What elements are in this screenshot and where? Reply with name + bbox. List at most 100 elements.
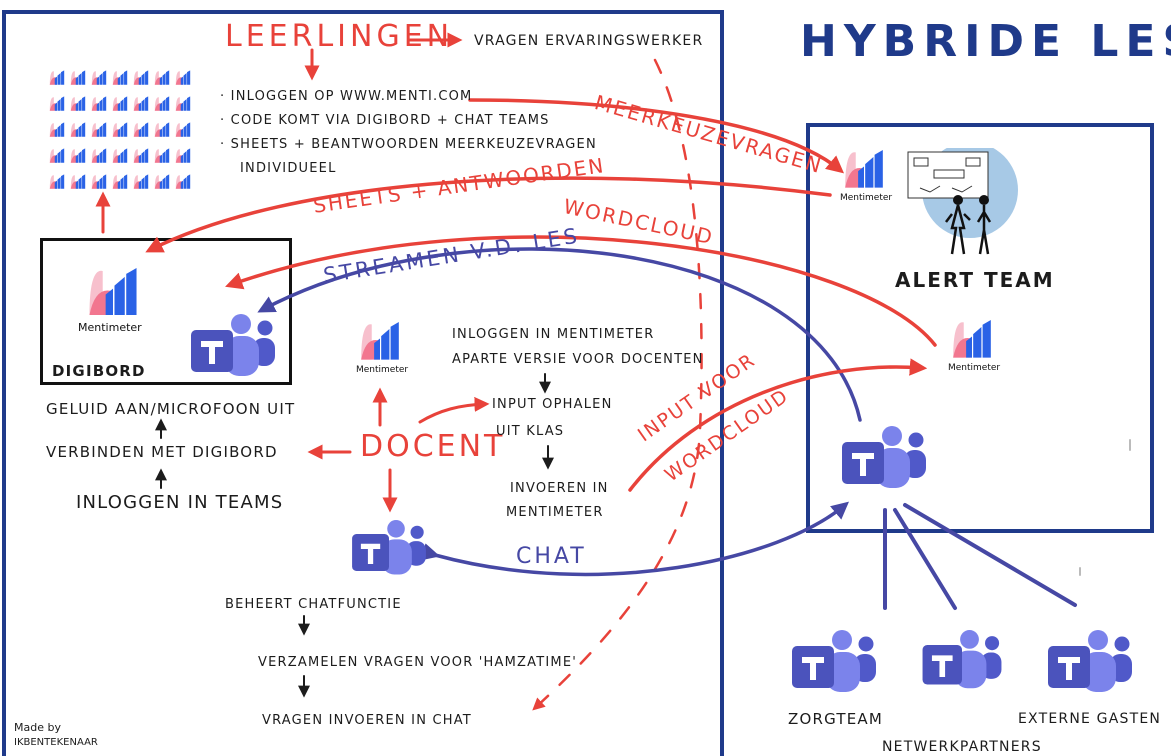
alert-team-frame — [806, 123, 1154, 533]
student-screen-thumbnail — [153, 70, 171, 90]
mentimeter-wordmark: Mentimeter — [78, 321, 142, 334]
alert-team-mentimeter-top: Mentimeter — [836, 150, 896, 206]
mentimeter-icon — [49, 122, 65, 137]
chat-step-beheert: BEHEERT CHATFUNCTIE — [225, 597, 402, 612]
digibord-step-inloggen: INLOGGEN IN TEAMS — [76, 492, 284, 513]
zorgteam-label: ZORGTEAM — [788, 710, 884, 728]
mentimeter-icon — [89, 268, 137, 316]
netwerkpartners-label: NETWERKPARTNERS — [882, 739, 1042, 755]
mentimeter-icon — [112, 122, 128, 137]
student-screen-thumbnail — [174, 96, 192, 116]
mentimeter-icon — [91, 70, 107, 85]
mentimeter-wordmark: Mentimeter — [356, 365, 409, 375]
page-title: HYBRIDE LES — [800, 16, 1171, 67]
mentimeter-icon — [154, 122, 170, 137]
arrow-meerkeuze — [468, 98, 845, 174]
mentimeter-icon — [175, 174, 191, 189]
classroom-frame — [2, 10, 724, 756]
student-screen-thumbnail — [48, 174, 66, 194]
zorgteam-teams-logo — [792, 630, 876, 696]
docent-menti-step-3: INPUT OPHALEN — [492, 397, 613, 412]
student-screen-thumbnail — [153, 174, 171, 194]
mentimeter-icon — [112, 148, 128, 163]
student-screen-thumbnail — [90, 70, 108, 90]
student-step-1: · INLOGGEN OP WWW.MENTI.COM — [220, 89, 473, 104]
teams-icon — [191, 314, 275, 376]
student-screen-thumbnail — [69, 70, 87, 90]
teams-icon — [842, 426, 926, 488]
docent-label: DOCENT — [360, 429, 506, 464]
student-screen-thumbnail — [90, 122, 108, 142]
mentimeter-icon — [175, 96, 191, 111]
student-screen-thumbnail — [48, 148, 66, 168]
student-screen-thumbnail — [111, 174, 129, 194]
teams-icon — [352, 520, 426, 575]
student-screen-thumbnail — [132, 174, 150, 194]
docent-menti-step-6: MENTIMETER — [506, 505, 604, 520]
mentimeter-icon — [112, 70, 128, 85]
student-screen-thumbnail — [111, 148, 129, 168]
student-screen-thumbnail — [174, 122, 192, 142]
student-screen-thumbnail — [132, 96, 150, 116]
leerlingen-heading: LEERLINGEN — [225, 19, 454, 54]
student-step-4: INDIVIDUEEL — [240, 161, 337, 176]
mentimeter-icon — [133, 70, 149, 85]
student-step-2: · CODE KOMT VIA DIGIBORD + CHAT TEAMS — [220, 113, 550, 128]
mentimeter-icon — [133, 122, 149, 137]
mentimeter-icon — [112, 174, 128, 189]
student-screen-thumbnail — [69, 148, 87, 168]
extern-teams-logo — [1048, 630, 1132, 696]
mentimeter-icon — [175, 70, 191, 85]
chat-label: CHAT — [516, 544, 587, 569]
mentimeter-wordmark: Mentimeter — [840, 193, 893, 203]
mentimeter-icon — [133, 174, 149, 189]
alert-team-teams-logo — [842, 426, 926, 492]
mentimeter-icon — [91, 148, 107, 163]
student-screen-thumbnail — [69, 174, 87, 194]
digibord-mentimeter-logo: Mentimeter — [78, 268, 148, 338]
mentimeter-icon — [845, 150, 883, 188]
digibord-step-geluid: GELUID AAN/MICROFOON UIT — [46, 400, 296, 418]
teams-icon — [1048, 630, 1132, 692]
student-screen-thumbnail — [48, 122, 66, 142]
credit-author: IKBENTEKENAAR — [14, 737, 98, 748]
student-screen-thumbnail — [153, 122, 171, 142]
alert-team-mentimeter-mid: Mentimeter — [944, 320, 1004, 376]
docent-mentimeter-logo: Mentimeter — [352, 322, 412, 378]
credit-made-by: Made by — [14, 721, 61, 734]
mentimeter-icon — [175, 148, 191, 163]
mentimeter-icon — [133, 148, 149, 163]
mentimeter-icon — [49, 70, 65, 85]
mentimeter-icon — [154, 96, 170, 111]
student-screen-thumbnail — [69, 96, 87, 116]
student-screen-thumbnail — [111, 96, 129, 116]
digibord-teams-logo — [190, 314, 276, 380]
alert-team-label: ALERT TEAM — [895, 268, 1055, 292]
docent-menti-step-2: APARTE VERSIE VOOR DOCENTEN — [452, 352, 704, 367]
student-screen-thumbnail — [153, 148, 171, 168]
mentimeter-icon — [49, 174, 65, 189]
student-screen-thumbnail — [132, 122, 150, 142]
docent-menti-step-1: INLOGGEN IN MENTIMETER — [452, 327, 655, 342]
arrow-wordcloud — [225, 235, 937, 347]
dashed-questions-arrow — [532, 58, 703, 711]
student-screen-thumbnail — [111, 122, 129, 142]
student-screen-thumbnail — [153, 96, 171, 116]
teams-icon — [922, 630, 1002, 689]
chat-step-invoeren: VRAGEN INVOEREN IN CHAT — [262, 713, 472, 728]
arrow-input-wordcloud — [628, 358, 928, 492]
mentimeter-icon — [953, 320, 991, 358]
student-screen-thumbnail — [174, 174, 192, 194]
student-screen-thumbnail — [174, 148, 192, 168]
mentimeter-icon — [70, 148, 86, 163]
alert-team-illustration — [907, 148, 1018, 255]
student-screen-thumbnail — [69, 122, 87, 142]
mentimeter-icon — [49, 148, 65, 163]
externe-gasten-label: EXTERNE GASTEN — [1018, 711, 1162, 727]
student-screen-thumbnail — [132, 70, 150, 90]
arrow-streamen — [257, 247, 862, 422]
student-screen-thumbnail — [90, 96, 108, 116]
docent-menti-step-5: INVOEREN IN — [510, 481, 609, 496]
docent-teams-logo — [352, 520, 426, 578]
